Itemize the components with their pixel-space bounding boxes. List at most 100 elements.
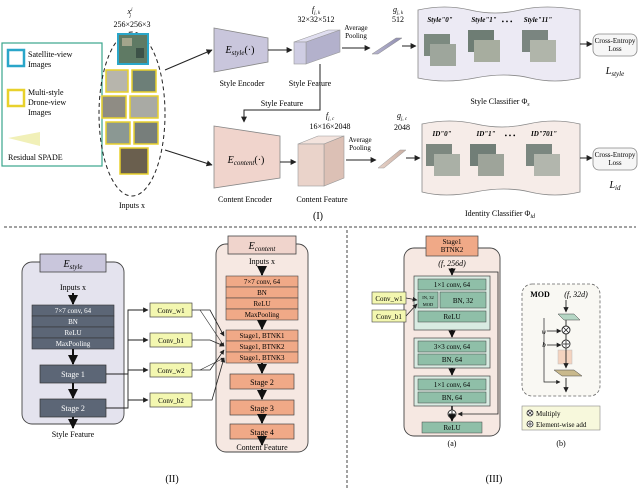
c-stem-layer: 7×7 conv, 64 <box>244 278 281 286</box>
content-feature-label: Content Feature <box>296 195 348 204</box>
style-encoder-symbol: Estyle(·) <box>225 45 255 57</box>
style-class-item: Style"1" <box>471 16 496 24</box>
conv-b2-label: Conv_b2 <box>158 397 184 405</box>
legend-spade-label: Residual SPADE <box>8 153 63 162</box>
block1-conv: 1×1 conv, 64 <box>434 281 471 289</box>
content-encoder-label: Content Encoder <box>218 195 272 204</box>
style-feature-symbol: fj, k <box>312 5 321 16</box>
mod-small-label: MOD <box>423 302 434 307</box>
style-encoder-block <box>213 27 269 73</box>
content-vector-dim: 2048 <box>394 123 410 132</box>
satellite-swatch <box>6 48 26 68</box>
conv-boxes: Conv_w1 Conv_b1 Conv_w2 Conv_b2 <box>149 302 193 408</box>
mod-out-block <box>553 369 583 377</box>
id-class-item: ID"701" <box>530 130 557 138</box>
sub-label-a: (a) <box>448 439 457 448</box>
block2-bn: BN, 64 <box>442 356 463 364</box>
id-class-item: ID"1" <box>475 130 495 138</box>
final-relu <box>421 421 483 434</box>
content-feature-symbol: fj, c <box>326 111 335 122</box>
bn-label: BN, 32 <box>453 297 474 305</box>
id-loss-box <box>592 147 638 171</box>
estyle-title-box <box>39 253 107 273</box>
estyle-feature-label: Style Feature <box>52 430 95 439</box>
content-encoder-block <box>213 125 281 189</box>
section-label-I: (I) <box>313 211 323 222</box>
style-class-item: Style"0" <box>427 16 452 24</box>
style-loss-box <box>592 33 638 57</box>
style-feature-link-label: Style Feature <box>261 99 304 108</box>
section-left: Estyle Inputs x 7×7 conv, 64 BN ReLU Max… <box>21 235 309 485</box>
econtent-feature-label: Content Feature <box>236 443 288 452</box>
block1-relu: ReLU <box>443 313 460 321</box>
style-feature-dims: 32×32×512 <box>297 15 334 24</box>
conv-w1-label: Conv_w1 <box>157 307 185 315</box>
btnk-layer: Stage1, BTNK1 <box>239 332 285 340</box>
style-loss-symbol: Lstyle <box>605 66 624 78</box>
style-feature-link <box>241 64 321 123</box>
a-conv-b1-label: Conv_b1 <box>376 313 402 321</box>
btnk-layer: Stage1, BTNK2 <box>239 343 285 351</box>
style-vector-dim: 512 <box>392 15 404 24</box>
drone-swatch <box>6 88 26 108</box>
stem-layer: MaxPooling <box>56 340 91 348</box>
inputs-label: Inputs x <box>119 201 145 210</box>
econtent-stem: 7×7 conv, 64 BN ReLU MaxPooling <box>225 275 299 321</box>
econtent-title-box <box>227 235 297 255</box>
id-class-items: ID"0" ID"1" • • • ID"701" <box>426 130 560 176</box>
econtent-btnk: Stage1, BTNK1 Stage1, BTNK2 Stage1, BTNK… <box>225 329 299 364</box>
section-label-III: (III) <box>486 474 503 485</box>
section-label-II: (II) <box>165 474 178 485</box>
content-feature-cuboid <box>297 135 345 187</box>
style-feature-cuboid <box>293 29 341 65</box>
estyle-stage1-label: Stage 1 <box>61 370 85 379</box>
estyle-stem: 7×7 conv, 64 BN ReLU MaxPooling <box>31 304 115 350</box>
econtent-title: Econtent <box>248 241 277 253</box>
estyle-stage2-label: Stage 2 <box>61 404 85 413</box>
btnk-head-1: Stage1 <box>442 238 462 246</box>
mod-dims: (f, 32d) <box>564 290 588 299</box>
stem-layer: 7×7 conv, 64 <box>55 307 92 315</box>
estyle-inputs: Inputs x <box>60 283 86 292</box>
residual-skip <box>452 271 499 417</box>
legend-multiply: Multiply <box>536 410 561 418</box>
block2-conv: 3×3 conv, 64 <box>434 343 471 351</box>
content-vector-symbol: gj, c <box>397 111 408 122</box>
sub-label-b: (b) <box>556 439 566 448</box>
btnk-head-box <box>425 235 479 257</box>
conv-b1-label: Conv_b1 <box>158 337 184 345</box>
input-images-ellipse <box>98 31 166 197</box>
content-vector <box>377 149 407 169</box>
conv-w2-label: Conv_w2 <box>157 367 185 375</box>
style-vector <box>371 37 403 55</box>
mod-box <box>521 283 601 397</box>
input-images <box>101 33 159 175</box>
econtent-stage4-label: Stage 4 <box>250 428 274 437</box>
style-encoder-label: Style Encoder <box>219 79 264 88</box>
section-right: Stage1 BTNK2 (f, 256d) 1×1 conv, 64 IN, … <box>371 235 601 485</box>
mod-norm-block <box>557 313 581 321</box>
btnk-layer: Stage1, BTNK3 <box>239 354 285 362</box>
btnk-dims: (f, 256d) <box>438 259 466 268</box>
content-encoder-symbol: Econtent(·) <box>227 155 265 167</box>
estyle-title: Estyle <box>63 259 83 271</box>
legend-add: Element-wise add <box>536 421 587 429</box>
id-loss-symbol: Lid <box>608 180 621 192</box>
style-class-items: Style"0" Style"1" • • • Style"11" <box>424 16 556 66</box>
c-stem-layer: BN <box>257 289 267 297</box>
style-feature-label: Style Feature <box>289 79 332 88</box>
econtent-stage3-label: Stage 3 <box>250 404 274 413</box>
mod-title: MOD <box>530 290 550 299</box>
a-conv-w1-label: Conv_w1 <box>375 295 403 303</box>
block3-conv: 1×1 conv, 64 <box>434 381 471 389</box>
block3-bn: BN, 64 <box>442 394 463 402</box>
in-label: IN, 32 <box>422 295 434 301</box>
